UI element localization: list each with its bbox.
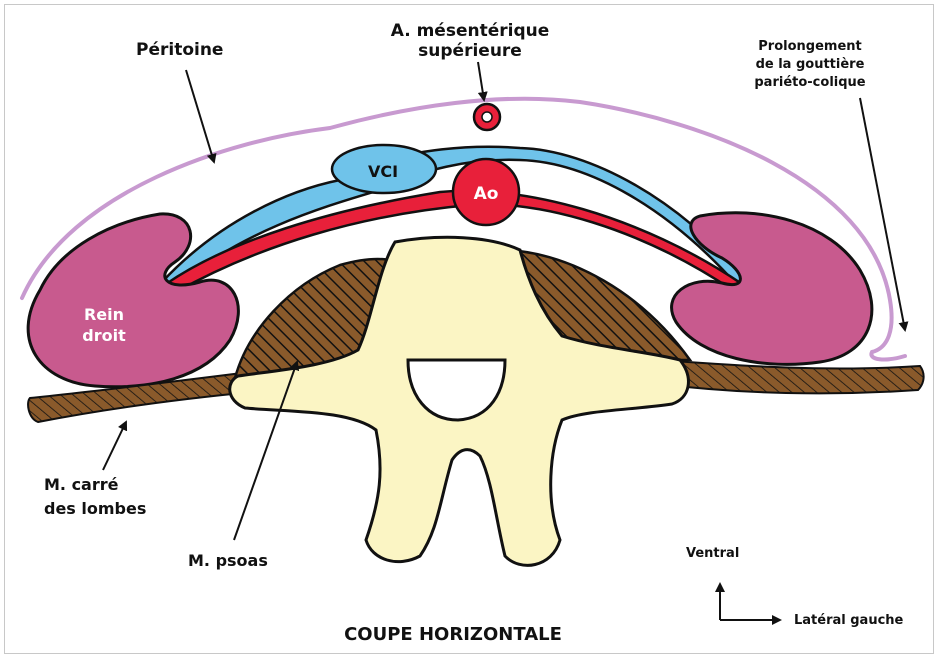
label-carre-line2: des lombes: [44, 499, 146, 518]
label-vci: VCI: [368, 162, 398, 181]
label-lateral: Latéral gauche: [794, 613, 904, 628]
right-kidney: [28, 214, 238, 387]
left-kidney: [672, 213, 872, 365]
diagram-title: COUPE HORIZONTALE: [344, 624, 562, 645]
label-carre-line1: M. carré: [44, 475, 119, 494]
label-rein-line2: droit: [82, 326, 126, 345]
peritoine-pointer: [186, 70, 214, 162]
label-prolong-line1: Prolongement: [758, 39, 861, 54]
label-rein-line1: Rein: [84, 305, 124, 324]
label-prolong-line3: pariéto-colique: [754, 75, 865, 90]
label-ao: Ao: [474, 184, 499, 204]
label-ams-line1: A. mésentérique: [391, 21, 550, 41]
carre-pointer: [103, 422, 126, 470]
label-prolong-line2: de la gouttière: [756, 57, 865, 72]
label-psoas: M. psoas: [188, 551, 268, 570]
label-ventral: Ventral: [686, 546, 739, 561]
mesenteric-artery-lumen: [482, 112, 492, 122]
ams-pointer: [478, 62, 484, 100]
label-peritoine: Péritoine: [136, 40, 223, 60]
label-ams-line2: supérieure: [418, 41, 522, 61]
